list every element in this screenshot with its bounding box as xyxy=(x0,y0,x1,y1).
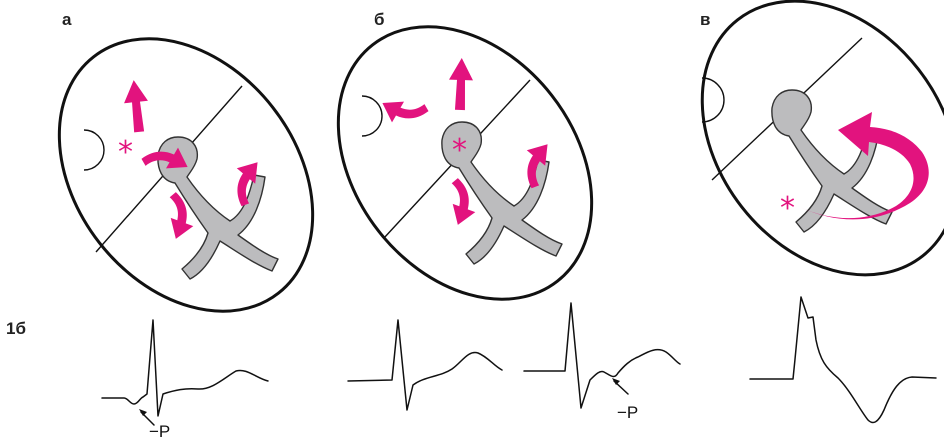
ecg-trace-a: −P xyxy=(102,320,268,439)
panel-a: а * xyxy=(7,0,365,361)
ecg-trace-c xyxy=(750,297,936,423)
panel-label-a: а xyxy=(62,10,72,29)
ectopic-focus-asterisk-b: * xyxy=(452,133,467,168)
ecg-row-label: 1б xyxy=(6,319,26,338)
heart-ellipse-c xyxy=(649,0,944,325)
panel-c: в * xyxy=(649,0,944,325)
panel-label-b: б xyxy=(374,10,385,29)
ecg-trace-b1 xyxy=(348,320,502,410)
ecg-trace-b2: −P xyxy=(524,303,680,422)
p-wave-label: −P xyxy=(149,422,170,439)
ectopic-focus-asterisk-c: * xyxy=(780,191,795,226)
panel-label-c: в xyxy=(700,10,710,29)
panel-b: б * xyxy=(286,0,644,349)
ectopic-focus-asterisk-a: * xyxy=(118,135,133,170)
p-wave-label-b: −P xyxy=(617,403,638,422)
